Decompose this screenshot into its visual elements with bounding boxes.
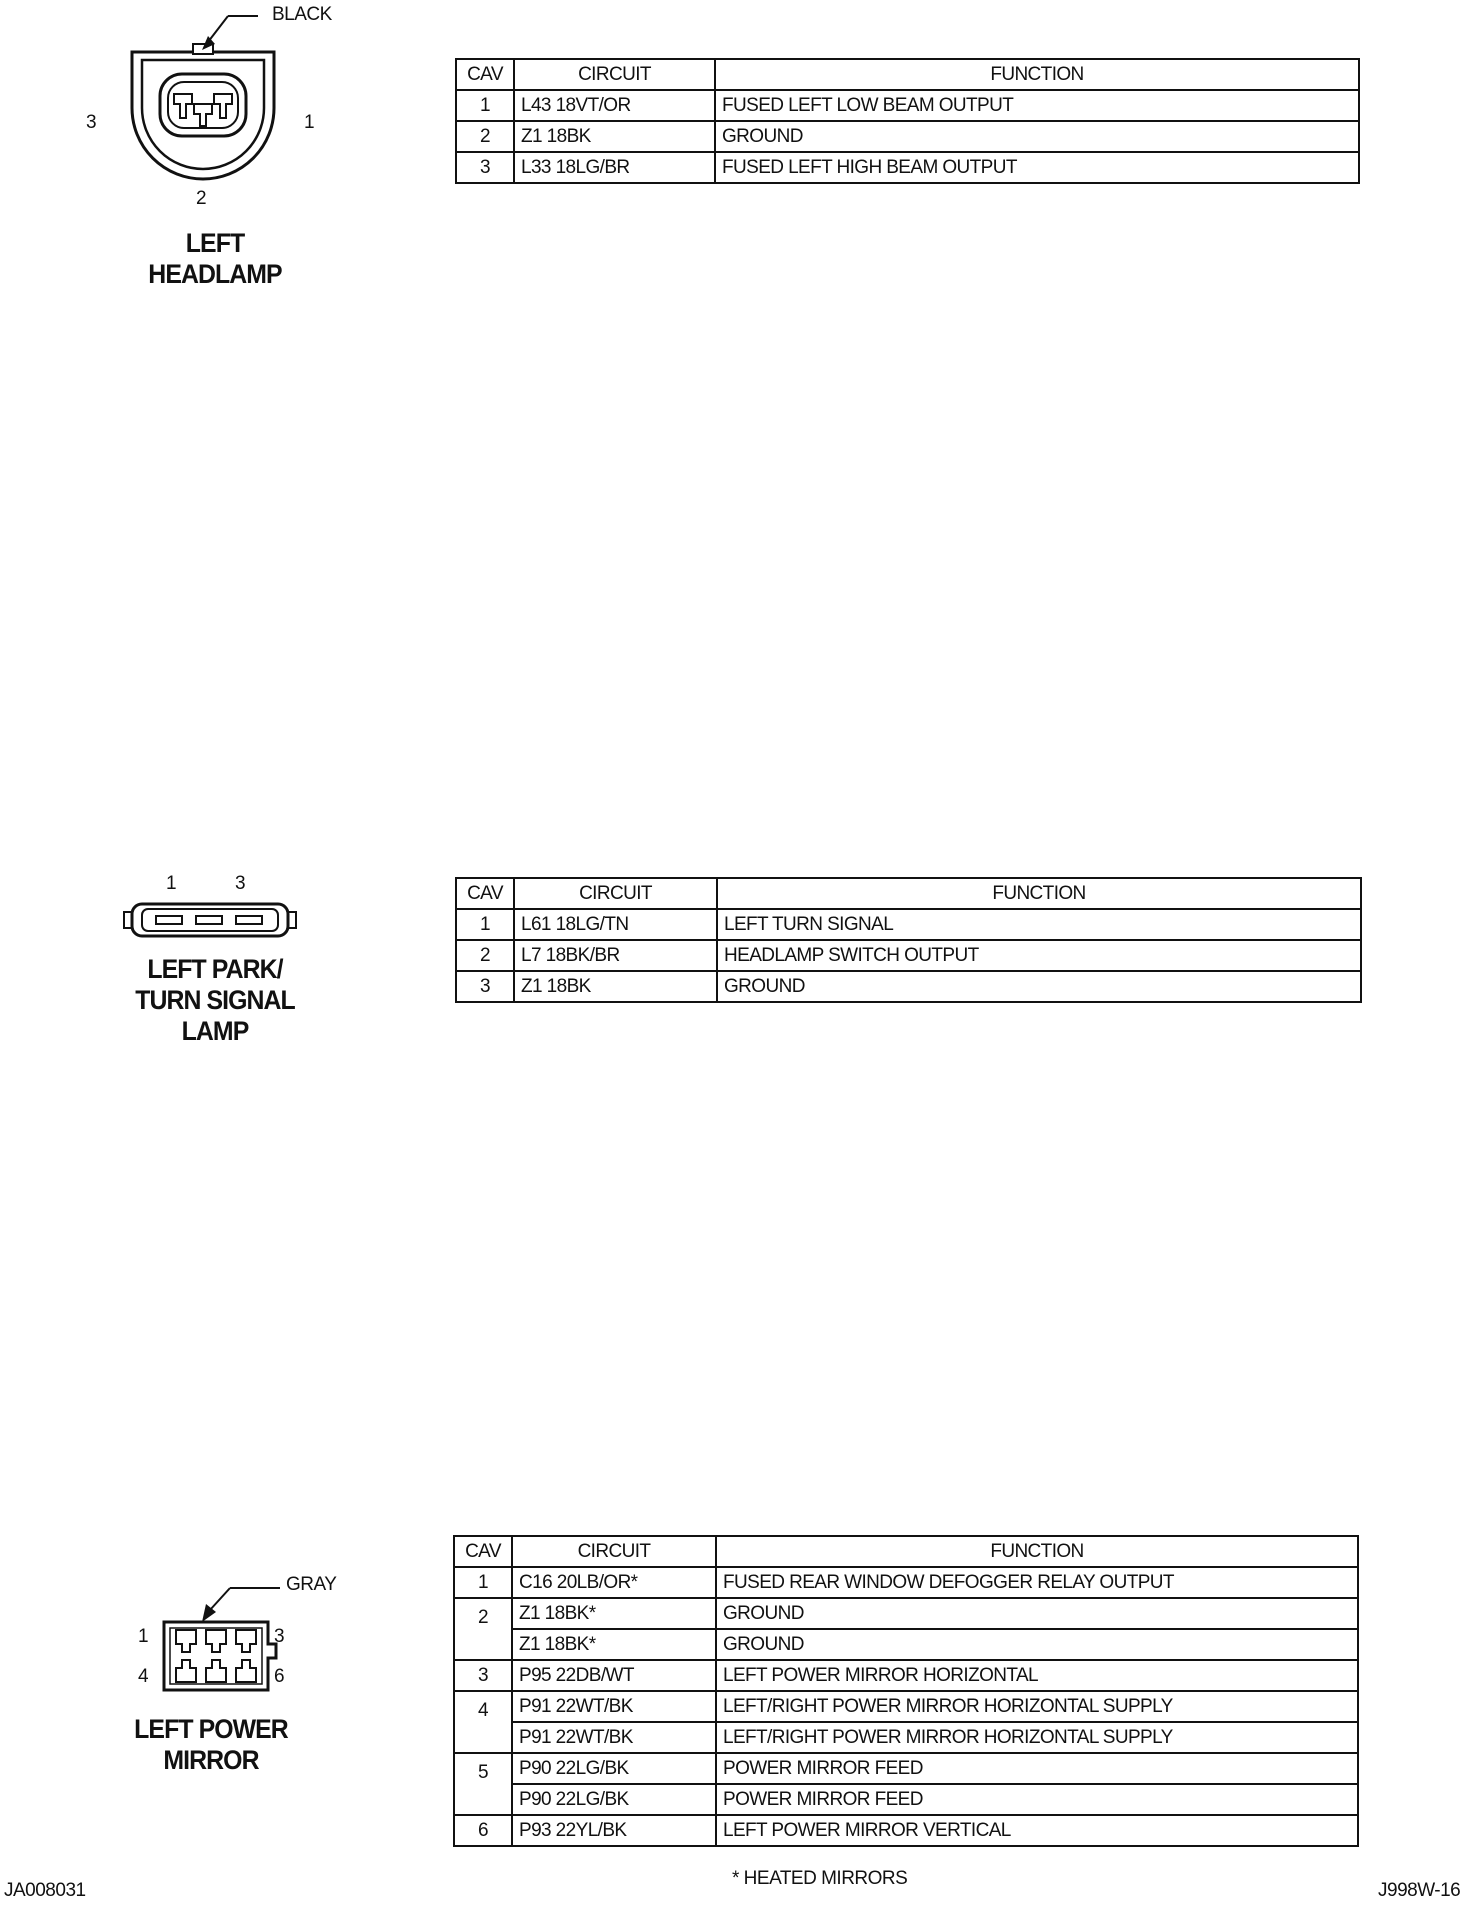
cav-header: CAV (455, 877, 515, 910)
circuit-header: CIRCUIT (511, 1535, 717, 1568)
footer-left-code: JA008031 (4, 1880, 86, 1901)
table-row: 2 Z1 18BK GROUND (455, 120, 1360, 153)
headlamp-color-label: BLACK (272, 4, 332, 25)
table-row: 3 L33 18LG/BR FUSED LEFT HIGH BEAM OUTPU… (455, 151, 1360, 184)
table-header-row: CAV CIRCUIT FUNCTION (455, 58, 1360, 91)
table-row: P90 22LG/BK POWER MIRROR FEED (453, 1783, 1359, 1816)
headlamp-circuit-table: CAV CIRCUIT FUNCTION 1 L43 18VT/OR FUSED… (455, 58, 1360, 184)
circuit-header: CIRCUIT (513, 877, 718, 910)
table-row: 2 L7 18BK/BR HEADLAMP SWITCH OUTPUT (455, 939, 1362, 972)
cav-header: CAV (455, 58, 515, 91)
mirror-pin-1: 1 (138, 1626, 149, 1647)
mirror-circuit-table: CAV CIRCUIT FUNCTION 1 C16 20LB/OR* FUSE… (453, 1535, 1359, 1847)
table-row: 1 L61 18LG/TN LEFT TURN SIGNAL (455, 908, 1362, 941)
headlamp-connector-icon (130, 15, 276, 181)
headlamp-pin-2: 2 (196, 188, 207, 209)
mirror-pin-6: 6 (274, 1666, 285, 1687)
headlamp-pin-1: 1 (304, 112, 315, 133)
table-row: 2 Z1 18BK* GROUND (453, 1597, 1359, 1630)
table-row: P91 22WT/BK LEFT/RIGHT POWER MIRROR HORI… (453, 1721, 1359, 1754)
park-turn-caption: LEFT PARK/ TURN SIGNAL LAMP (135, 954, 296, 1046)
mirror-caption: LEFT POWER MIRROR (134, 1714, 289, 1775)
circuit-header: CIRCUIT (513, 58, 716, 91)
function-header: FUNCTION (716, 877, 1362, 910)
headlamp-pin-3: 3 (86, 112, 97, 133)
table-row: 5 P90 22LG/BK POWER MIRROR FEED (453, 1752, 1359, 1785)
table-row: 1 C16 20LB/OR* FUSED REAR WINDOW DEFOGGE… (453, 1566, 1359, 1599)
function-header: FUNCTION (714, 58, 1360, 91)
cav-header: CAV (453, 1535, 513, 1568)
table-header-row: CAV CIRCUIT FUNCTION (453, 1535, 1359, 1568)
park-turn-pin-1: 1 (166, 873, 177, 894)
mirror-pin-3: 3 (274, 1626, 285, 1647)
table-header-row: CAV CIRCUIT FUNCTION (455, 877, 1362, 910)
table-row: 6 P93 22YL/BK LEFT POWER MIRROR VERTICAL (453, 1814, 1359, 1847)
table-row: 3 P95 22DB/WT LEFT POWER MIRROR HORIZONT… (453, 1659, 1359, 1692)
mirror-connector-icon (162, 1587, 280, 1692)
function-header: FUNCTION (715, 1535, 1359, 1568)
mirror-footnote: * HEATED MIRRORS (732, 1868, 908, 1889)
mirror-pin-4: 4 (138, 1666, 149, 1687)
table-row: 1 L43 18VT/OR FUSED LEFT LOW BEAM OUTPUT (455, 89, 1360, 122)
mirror-color-label: GRAY (286, 1574, 337, 1595)
table-row: 4 P91 22WT/BK LEFT/RIGHT POWER MIRROR HO… (453, 1690, 1359, 1723)
headlamp-caption: LEFT HEADLAMP (148, 228, 282, 289)
table-row: Z1 18BK* GROUND (453, 1628, 1359, 1661)
table-row: 3 Z1 18BK GROUND (455, 970, 1362, 1003)
park-turn-circuit-table: CAV CIRCUIT FUNCTION 1 L61 18LG/TN LEFT … (455, 877, 1362, 1003)
park-turn-connector-icon (123, 902, 297, 938)
footer-right-code: J998W-16 (1378, 1880, 1461, 1901)
park-turn-pin-3: 3 (235, 873, 246, 894)
